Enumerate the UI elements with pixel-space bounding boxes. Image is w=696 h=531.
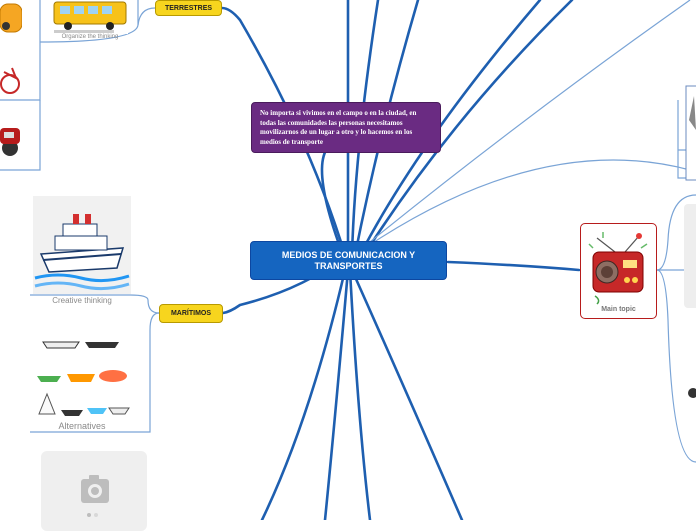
ship-caption: Creative thinking <box>52 296 112 305</box>
motorcycle-image <box>0 120 22 162</box>
main-topic-node[interactable]: Main topic <box>580 223 657 319</box>
info-note[interactable]: No importa si vivimos en el campo o en l… <box>251 102 441 153</box>
cruise-ship-image <box>33 196 131 294</box>
mind-map-connectors <box>0 0 696 520</box>
branch-maritimos[interactable]: MARÍTIMOS <box>159 304 223 323</box>
branch-terrestres[interactable]: TERRESTRES <box>155 0 222 16</box>
radio-icon <box>588 232 648 305</box>
image-placeholder <box>41 451 147 531</box>
bus-image <box>52 0 128 34</box>
central-topic[interactable]: MEDIOS DE COMUNICACION Y TRANSPORTES <box>250 241 447 280</box>
bus-caption: Organize the thinking <box>61 34 119 40</box>
bicycle-image <box>0 60 22 98</box>
boats-image <box>33 320 131 418</box>
main-topic-label: Main topic <box>601 306 636 313</box>
boats-caption: Alternatives <box>58 421 106 431</box>
car-image <box>0 0 23 35</box>
